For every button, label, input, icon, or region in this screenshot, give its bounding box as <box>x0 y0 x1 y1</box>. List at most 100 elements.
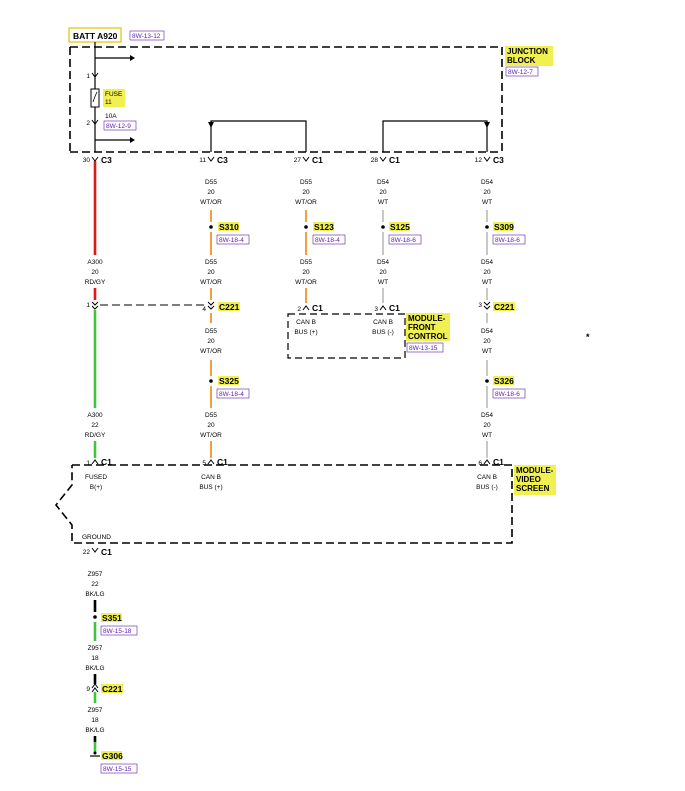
batt-source-label: BATT A920 <box>73 31 118 41</box>
wire-label-col4-mid: D54 20 WT <box>377 259 389 286</box>
connector-pin: 12 <box>475 157 483 164</box>
inline-c221-col5: 3 C221 <box>478 301 515 312</box>
svg-text:WT/OR: WT/OR <box>295 279 317 286</box>
svg-text:8W-18-4[interactable]: 8W-18-4 <box>219 237 244 244</box>
inline-c221-col1: 1 <box>86 301 99 310</box>
splice-s325: S325 8W-18-4 <box>209 376 250 399</box>
svg-text:D54: D54 <box>377 179 389 186</box>
svg-text:6: 6 <box>478 460 482 467</box>
can-minus-jumper <box>382 120 488 152</box>
svg-text:Z957: Z957 <box>88 645 103 652</box>
fuse-label-1: FUSE <box>105 91 123 98</box>
module-video-label-bg <box>514 465 556 495</box>
splice-dot-icon <box>209 225 213 229</box>
svg-text:WT: WT <box>482 199 492 206</box>
can-plus-jumper <box>210 120 307 152</box>
module-video-pin-5: 5 C1 CAN B BUS (+) <box>199 457 228 491</box>
svg-text:22: 22 <box>91 581 99 588</box>
svg-text:WT: WT <box>378 199 388 206</box>
splice-s125: S125 8W-18-6 <box>381 222 422 245</box>
svg-text:8W-18-4[interactable]: 8W-18-4 <box>219 391 244 398</box>
svg-text:1: 1 <box>86 302 90 309</box>
wire-label-col4-upper: D54 20 WT <box>377 179 389 206</box>
svg-text:CAN B: CAN B <box>201 474 221 481</box>
svg-text:D55: D55 <box>205 259 217 266</box>
side-mark: * <box>586 332 590 342</box>
svg-text:D55: D55 <box>300 179 312 186</box>
module-front-ref-box <box>406 342 444 353</box>
splice-dot-icon <box>381 225 385 229</box>
fuse-rating: 10A <box>105 113 117 120</box>
ground-wire-1-label: Z957 22 BK/LG <box>85 571 104 598</box>
fuse-ref[interactable]: 8W-12-9 <box>106 123 131 130</box>
svg-text:8W-18-6[interactable]: 8W-18-6 <box>391 237 416 244</box>
svg-text:G306: G306 <box>102 751 123 761</box>
module-video-label-3: SCREEN <box>516 484 550 493</box>
svg-text:Z957: Z957 <box>88 571 103 578</box>
svg-text:BUS (+): BUS (+) <box>199 484 222 491</box>
svg-text:20: 20 <box>483 338 491 345</box>
svg-text:C1: C1 <box>101 547 112 557</box>
svg-text:20: 20 <box>207 189 215 196</box>
svg-text:C1: C1 <box>493 457 504 467</box>
svg-text:WT/OR: WT/OR <box>295 199 317 206</box>
wire-label-col2-mid: D55 20 WT/OR <box>200 259 222 286</box>
batt-source-ref-box <box>129 30 165 41</box>
svg-text:22: 22 <box>91 422 99 429</box>
svg-text:9: 9 <box>86 686 90 693</box>
svg-text:BUS (-): BUS (-) <box>372 329 394 336</box>
splice-s351: S351 8W-15-18 <box>93 613 138 636</box>
batt-source-ref[interactable]: 8W-13-12 <box>132 33 161 40</box>
connector-name: C1 <box>389 155 400 165</box>
fuse-pin-top-icon <box>91 72 99 78</box>
connector-pin: 28 <box>371 157 379 164</box>
svg-text:8W-15-15[interactable]: 8W-15-15 <box>103 766 132 773</box>
svg-text:18: 18 <box>91 655 99 662</box>
svg-text:C1: C1 <box>389 303 400 313</box>
svg-text:8W-18-6[interactable]: 8W-18-6 <box>495 391 520 398</box>
connector-pin: 30 <box>83 157 91 164</box>
svg-text:CAN B: CAN B <box>296 319 316 326</box>
module-front-label-bg <box>406 313 450 341</box>
svg-text:WT/OR: WT/OR <box>200 348 222 355</box>
junction-block-ref[interactable]: 8W-12-7 <box>508 69 533 76</box>
inline-c221-col2: 4 C221 <box>202 301 240 313</box>
module-front-ref[interactable]: 8W-13-15 <box>409 345 438 352</box>
svg-text:C1: C1 <box>101 457 112 467</box>
svg-text:8W-15-18[interactable]: 8W-15-18 <box>103 628 132 635</box>
splice-s326: S326 8W-18-6 <box>485 376 526 399</box>
svg-text:BUS (-): BUS (-) <box>476 484 498 491</box>
svg-text:S125: S125 <box>390 222 410 232</box>
svg-text:D55: D55 <box>205 328 217 335</box>
svg-text:WT: WT <box>378 279 388 286</box>
connector-pin: 27 <box>294 157 302 164</box>
svg-text:WT/OR: WT/OR <box>200 279 222 286</box>
svg-text:D54: D54 <box>481 412 493 419</box>
svg-text:RD/GY: RD/GY <box>85 279 106 286</box>
top-connector-1: 30 C3 <box>83 155 112 165</box>
svg-text:5: 5 <box>202 460 206 467</box>
svg-text:8W-18-6[interactable]: 8W-18-6 <box>495 237 520 244</box>
fuse-pin-bottom: 2 <box>86 120 90 127</box>
svg-text:BK/LG: BK/LG <box>85 591 104 598</box>
svg-text:WT/OR: WT/OR <box>200 199 222 206</box>
svg-text:S123: S123 <box>314 222 334 232</box>
junction-block-outline <box>69 46 503 153</box>
wire-label-col2-lower-b: D55 20 WT/OR <box>200 412 222 439</box>
svg-text:C1: C1 <box>217 457 228 467</box>
svg-text:20: 20 <box>483 189 491 196</box>
junction-block-label-2: BLOCK <box>507 56 536 65</box>
arrow-down-icon <box>208 122 214 128</box>
splice-dot-icon <box>93 615 97 619</box>
svg-text:Z957: Z957 <box>88 707 103 714</box>
svg-text:8W-18-4[interactable]: 8W-18-4 <box>315 237 340 244</box>
wire-label-col5-upper: D54 20 WT <box>481 179 493 206</box>
svg-text:C221: C221 <box>494 302 515 312</box>
connector-name: C3 <box>493 155 504 165</box>
svg-text:20: 20 <box>379 189 387 196</box>
svg-text:20: 20 <box>207 338 215 345</box>
svg-text:D54: D54 <box>481 179 493 186</box>
arrow-right-icon <box>130 55 135 61</box>
wire-label-col2-upper: D55 20 WT/OR <box>200 179 222 206</box>
module-front-pin-a: 2 C1 CAN B BUS (+) <box>294 303 323 336</box>
